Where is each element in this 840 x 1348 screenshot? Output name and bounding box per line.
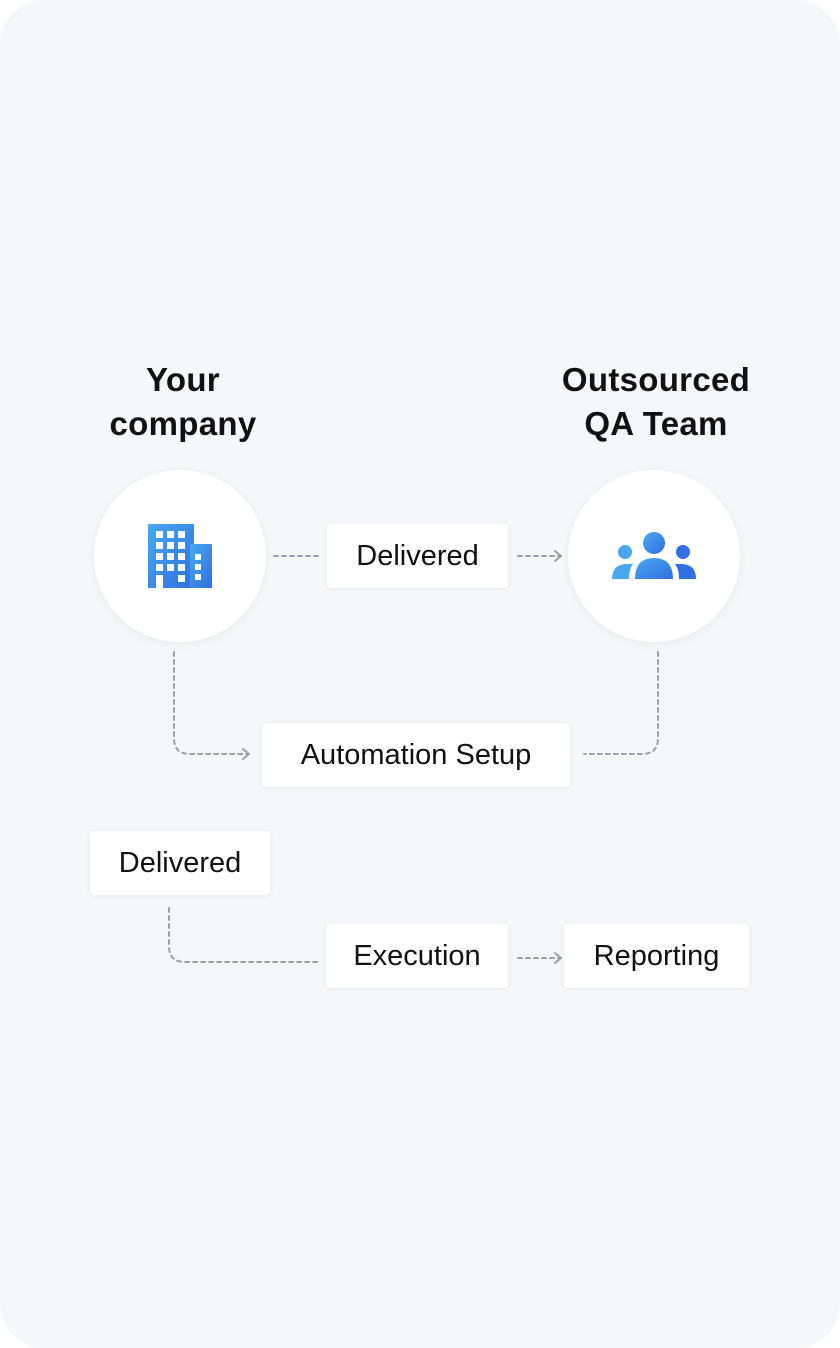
arrowhead-to-automation [242,748,250,760]
step-delivered-left-label: Delivered [118,846,242,879]
team-heading-line1: Outsourced [561,361,751,398]
arrowhead-to-reporting [554,952,562,964]
company-heading-line2: company [109,405,257,442]
step-execution-label: Execution [353,939,481,972]
step-execution: Execution [326,924,508,988]
team-heading-line2: QA Team [584,405,728,442]
team-heading: Outsourced QA Team [530,358,782,446]
step-delivered-left: Delivered [90,831,270,895]
company-node [94,470,266,642]
company-heading-line1: Your [146,361,220,398]
step-delivered-top-label: Delivered [356,539,479,572]
step-reporting-label: Reporting [593,939,720,972]
step-automation-setup-label: Automation Setup [300,738,532,771]
step-reporting: Reporting [564,924,749,988]
connector-team-to-automation [583,651,659,755]
building-icon [148,524,212,588]
arrowhead-to-team [554,550,562,562]
users-group-icon [612,532,696,579]
connector-delivered-to-execution [168,907,319,963]
step-automation-setup: Automation Setup [262,723,570,787]
company-heading: Your company [68,358,298,446]
team-node [568,470,740,642]
step-delivered-top: Delivered [327,524,508,588]
connector-company-to-automation [173,651,249,755]
